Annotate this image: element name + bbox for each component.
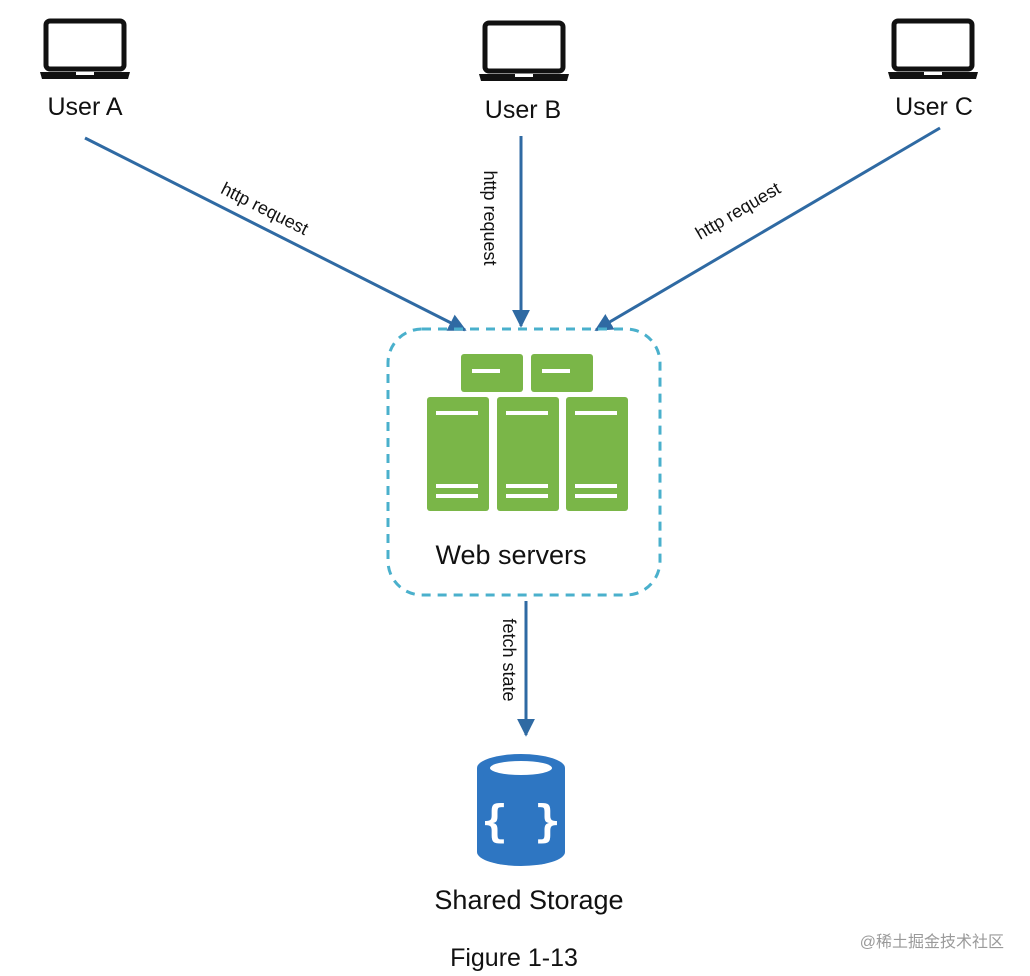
laptop-icon [479,23,569,81]
web-servers-node: Web servers [386,327,662,597]
watermark: @稀土掘金技术社区 [860,933,1004,951]
user-c-node: User C [888,21,978,121]
edge-user-a-to-web: http request [84,136,467,332]
edge-label: http request [480,170,500,265]
laptop-icon [40,21,130,79]
edge-user-b-to-web: http request [480,136,530,328]
user-c-label: User C [895,93,973,121]
edge-label: http request [692,178,784,243]
user-b-label: User B [485,96,561,124]
arrow-line [84,136,467,332]
laptop-icon [888,21,978,79]
storage-icon-glyph: { } [481,796,560,847]
web-servers-label: Web servers [435,540,586,570]
user-a-label: User A [47,93,122,121]
edge-user-c-to-web: http request [594,126,941,332]
user-a-node: User A [40,21,130,121]
edge-label: fetch state [499,618,519,701]
edge-web-to-storage: fetch state [499,601,535,737]
figure-caption: Figure 1-13 [450,944,578,972]
server-rack-icon [427,354,628,511]
web-servers-group-border [386,327,662,597]
user-b-node: User B [479,23,569,124]
shared-storage-label: Shared Storage [434,885,623,915]
shared-storage-node: { } Shared Storage [434,754,624,915]
database-icon: { } [477,754,565,866]
arrow-line [594,126,941,332]
